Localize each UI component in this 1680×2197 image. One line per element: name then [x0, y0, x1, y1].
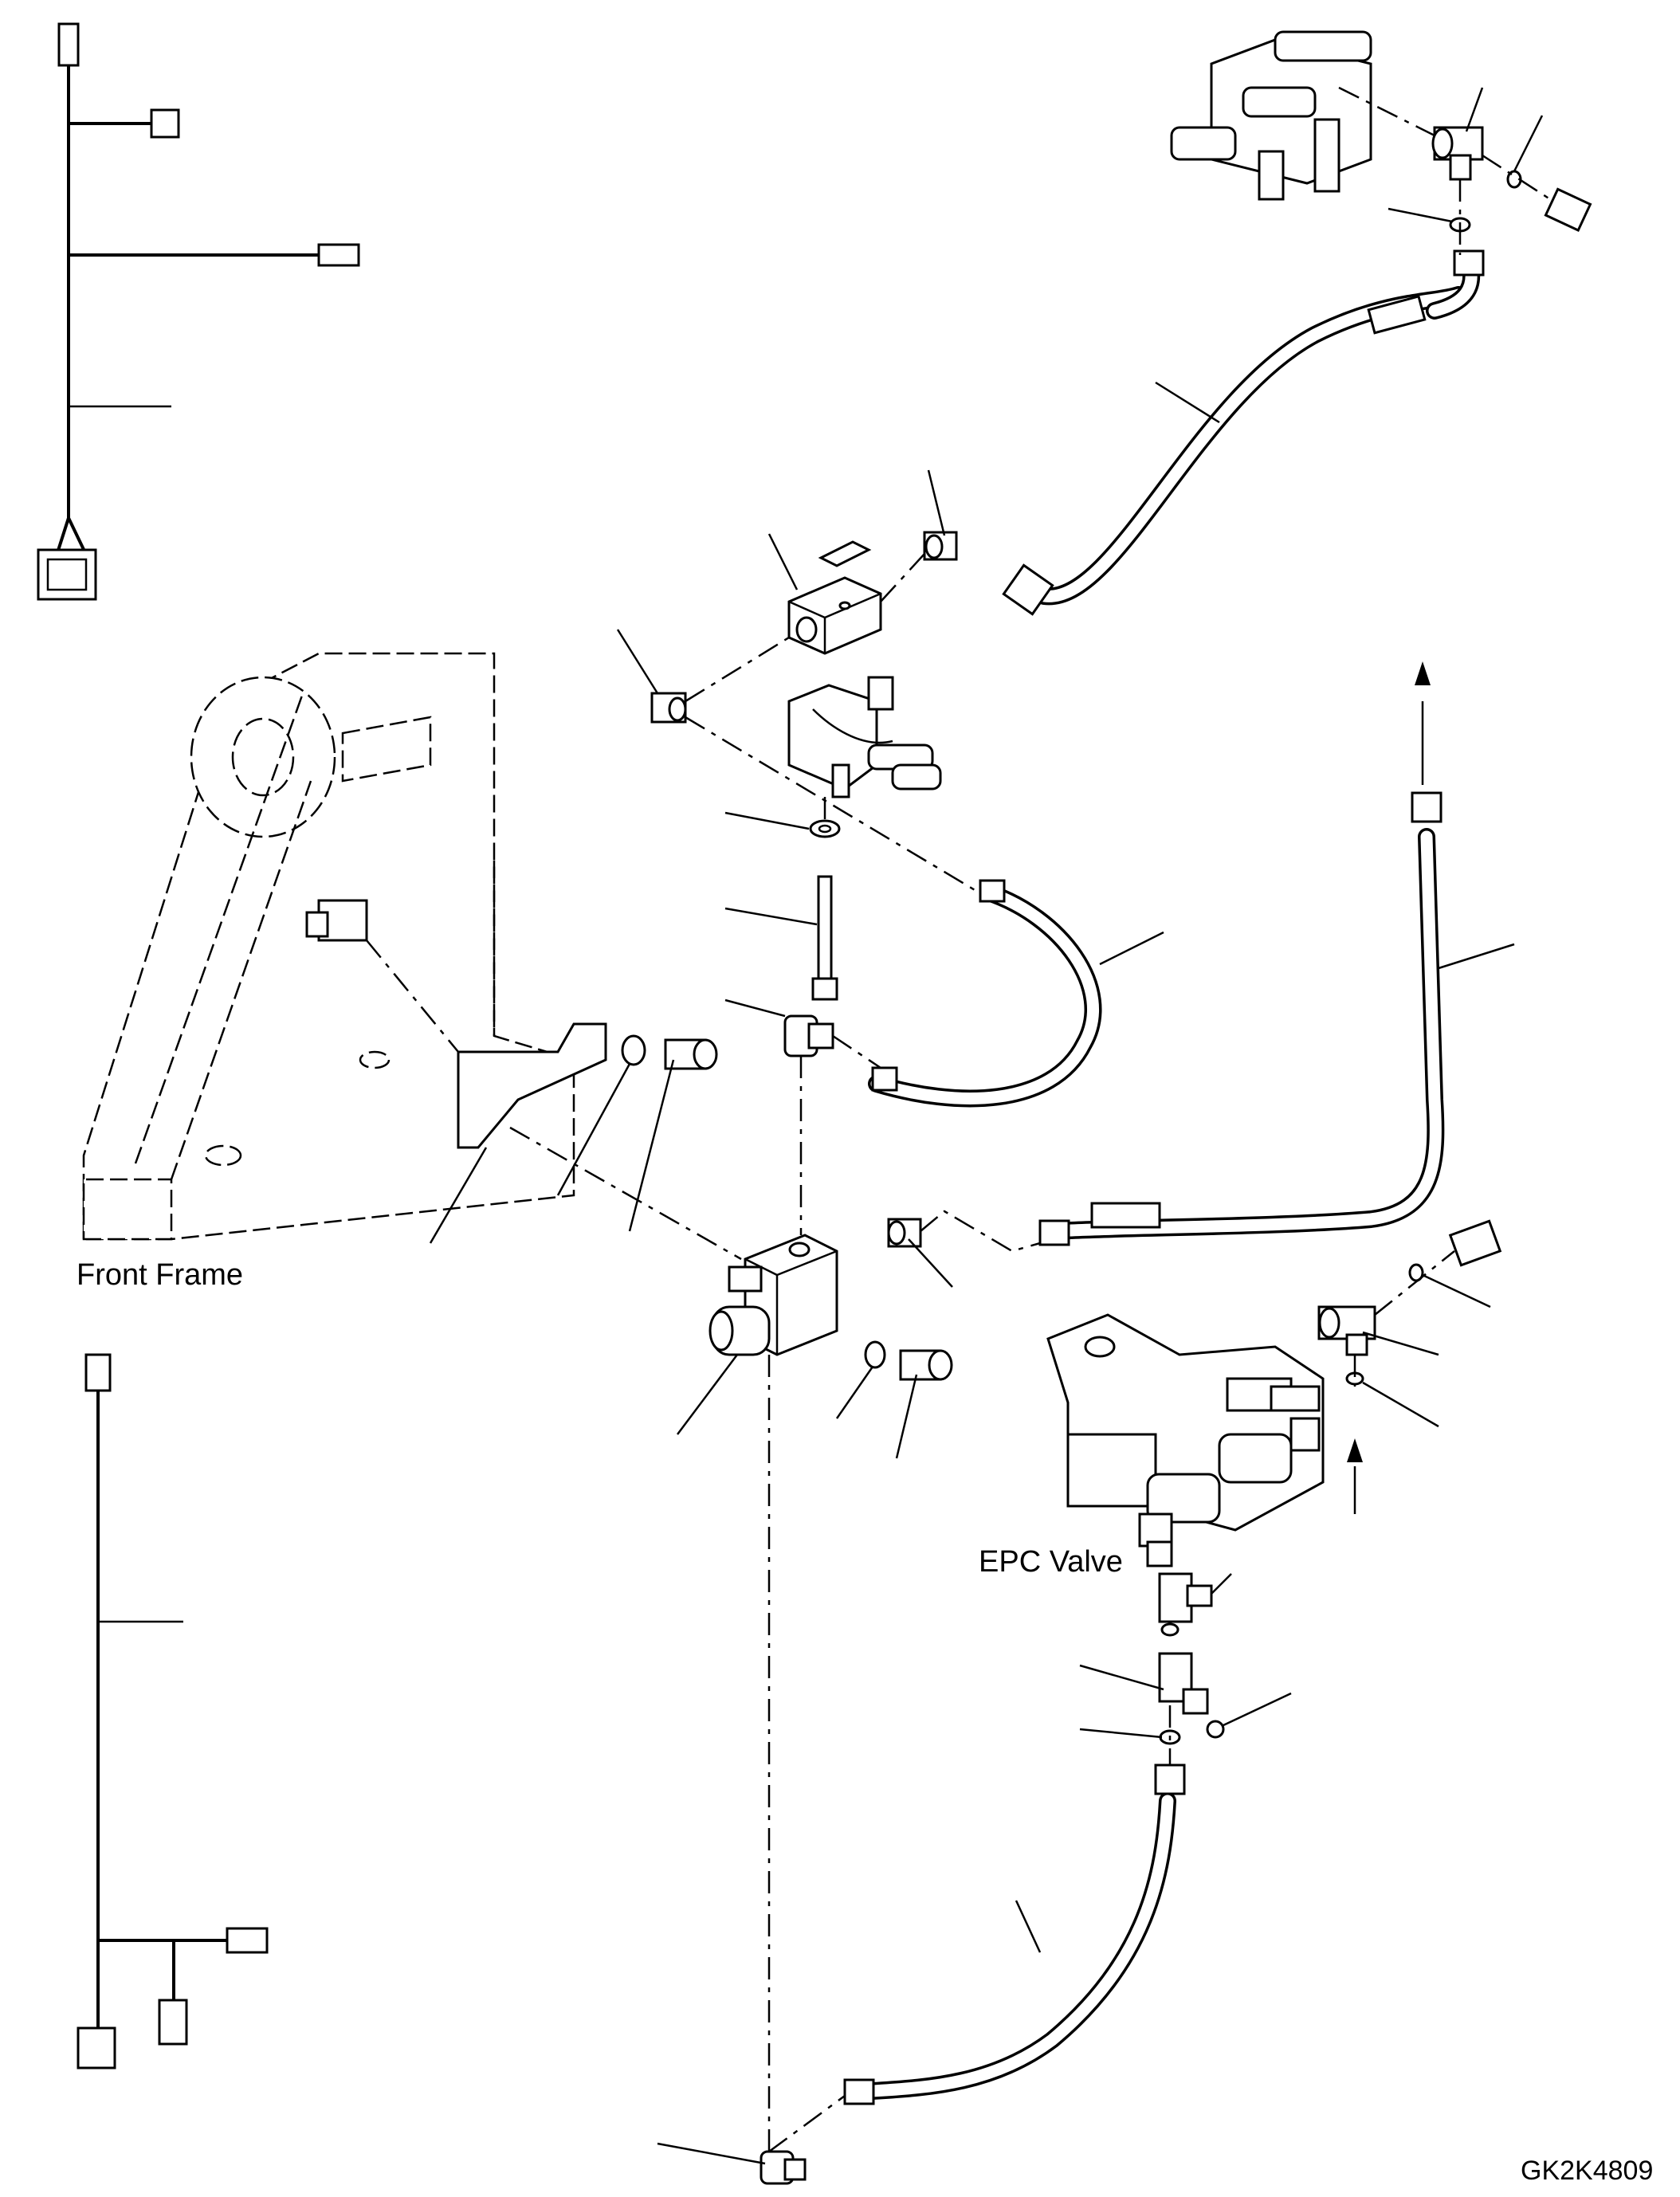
pressure-sensor-assembly [1170, 30, 1435, 201]
hose-right [1038, 661, 1515, 1246]
valve-elbow-group [835, 1210, 1041, 1459]
mounting-bracket [457, 1022, 607, 1149]
junction-block-group [616, 469, 977, 893]
wiring-harness-upper [37, 22, 360, 601]
junction-block [787, 576, 882, 655]
valve-sub-assembly-mid [787, 676, 942, 829]
front-frame-label: Front Frame [77, 1258, 243, 1292]
tee-fitting-epc-top [1317, 1219, 1502, 1428]
valve-fitting-left [728, 1265, 763, 1293]
connector-branch-1 [150, 108, 180, 139]
epc-valve-label: EPC Valve [979, 1545, 1123, 1579]
washer-2 [864, 1340, 886, 1369]
mounting-bracket-group [366, 940, 742, 1261]
long-bolt-group [724, 811, 841, 1001]
front-frame [82, 652, 575, 1241]
block-plate [818, 540, 872, 567]
long-bolt [817, 875, 833, 982]
connector-lower-branch-2 [158, 1999, 188, 2046]
connector-lower-bottom [77, 2026, 116, 2069]
washer-1 [621, 1034, 646, 1066]
connector-lower-branch-1 [226, 1927, 269, 1954]
connector-lower-top [84, 1353, 112, 1392]
hose-top [1002, 249, 1485, 616]
tee-fitting-top-right [1388, 87, 1592, 255]
washer-3 [809, 819, 841, 838]
drawing-number: GK2K4809 [1521, 2156, 1653, 2186]
epc-valve [1046, 1313, 1363, 1567]
tee-fitting-epc-bottom [1079, 1572, 1292, 1765]
solenoid-valve [677, 1234, 838, 1435]
wiring-harness-lower [77, 1353, 269, 2069]
elbow-fitting-bottom [657, 2142, 807, 2185]
hose-bottom [767, 1355, 1186, 2153]
connector-branch-2 [317, 243, 360, 267]
elbow-fitting-center [724, 998, 881, 1235]
connector-top [57, 22, 80, 67]
hose-middle [868, 879, 1164, 1108]
